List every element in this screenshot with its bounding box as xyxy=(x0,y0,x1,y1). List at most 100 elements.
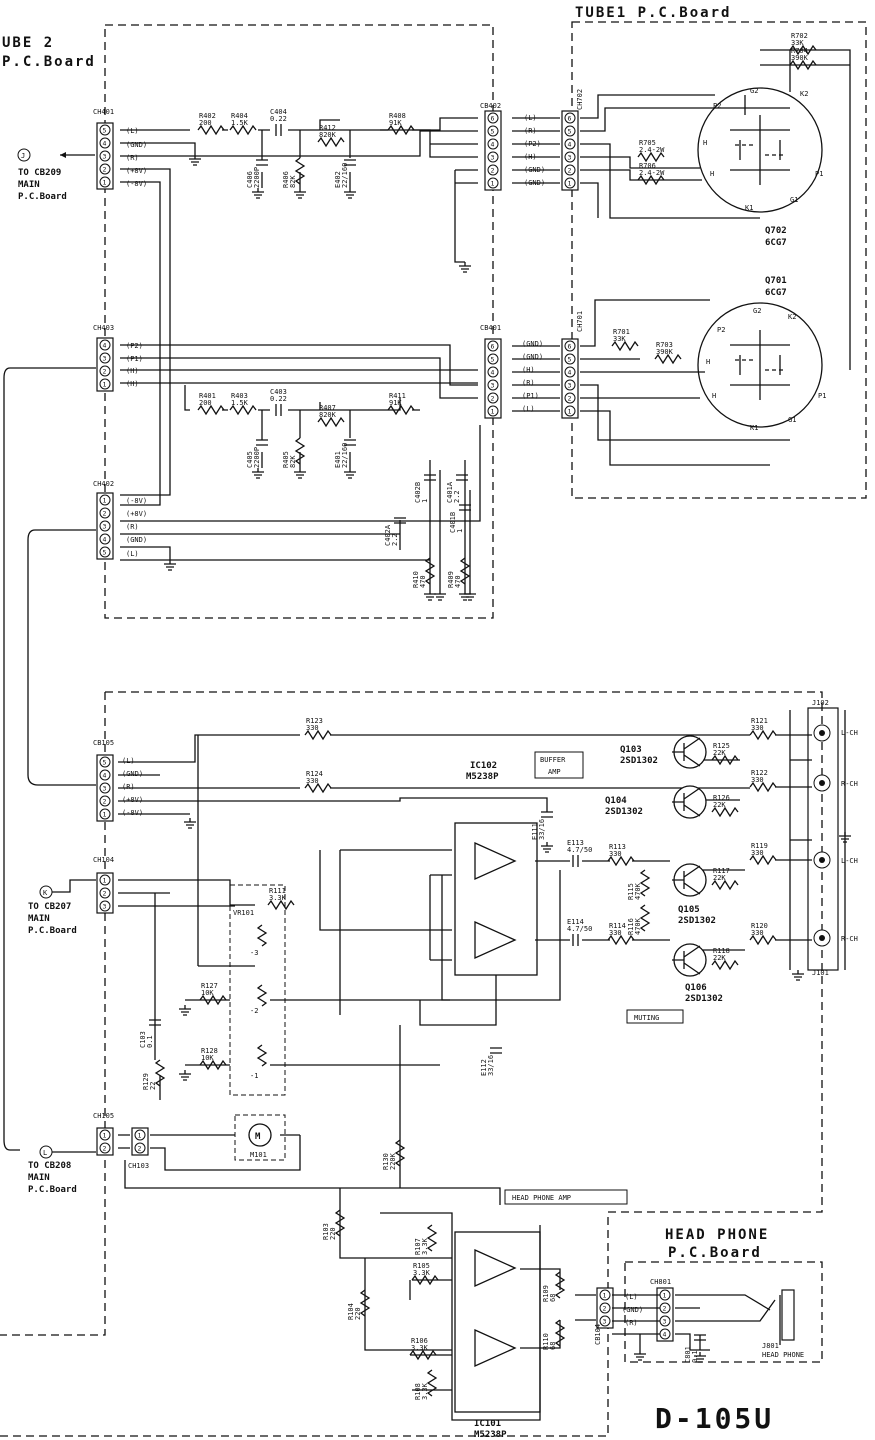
transistor-q105-type: 2SD1302 xyxy=(678,916,716,926)
resistor-r122-ref: R122 xyxy=(751,769,768,777)
connection-j-line1: TO CB209 xyxy=(18,168,61,178)
connector-ch403-pin-num: 1 xyxy=(103,381,107,389)
resistor-r105-value: 3.3K xyxy=(413,1269,431,1277)
signal-plus8v-2: (+8V) xyxy=(126,510,147,518)
connector-cb401-pin-5 xyxy=(487,353,499,365)
connector-ch702-pin-3 xyxy=(564,151,576,163)
resistor-r115-value: 470K xyxy=(634,882,642,900)
resistor-r703-ref: R703 xyxy=(656,341,673,349)
connector-ch105: 12 xyxy=(96,1127,114,1156)
ground-symbol xyxy=(839,832,851,843)
ground-symbol xyxy=(424,590,436,601)
ground-symbol xyxy=(344,468,356,479)
jack-j801[interactable] xyxy=(781,1289,795,1341)
connector-cb401-pin-num: 3 xyxy=(491,382,495,390)
signal-r-5: (R) xyxy=(122,783,135,791)
connector-ch702-pin-6 xyxy=(564,112,576,124)
ground-symbol xyxy=(459,262,471,273)
tube-q701-pin-h2: H xyxy=(712,392,716,400)
resistor-r121-ref: R121 xyxy=(751,717,768,725)
resistor-r704-value: 390K xyxy=(791,54,809,62)
transistor-q103-ref: Q103 xyxy=(620,745,642,755)
ground-symbol xyxy=(434,590,446,601)
jack-j101-label: J101 xyxy=(812,969,829,977)
capacitor-c403-ref: C403 xyxy=(270,388,287,396)
headphone-jack: J801 HEAD PHONE xyxy=(762,1289,804,1359)
resistor-r104-ref: R104 xyxy=(347,1303,355,1320)
ground-symbol xyxy=(294,468,306,479)
capacitor-e112-value: 33/16 xyxy=(487,1055,495,1076)
resistor-r110-ref: R110 xyxy=(542,1333,550,1350)
signal-h: (H) xyxy=(126,367,139,375)
resistor-r126-ref: R126 xyxy=(713,794,730,802)
connector-cb105-label: CB105 xyxy=(93,739,114,747)
connection-l-line1: TO CB208 xyxy=(28,1161,71,1171)
signal-gnd-7: (GND) xyxy=(122,770,143,778)
resistor-r125-ref: R125 xyxy=(713,742,730,750)
connector-ch702-pin-num: 3 xyxy=(568,154,572,162)
resistor-r111-value: 3.3K xyxy=(269,894,287,902)
connector-ch402-label: CH402 xyxy=(93,480,114,488)
resistor-r120-ref: R120 xyxy=(751,922,768,930)
capacitor-e111-value: 33/16 xyxy=(538,819,546,840)
connector-cb402-pin-num: 6 xyxy=(491,115,495,123)
connector-ch402-pin-1 xyxy=(99,494,111,506)
capacitor-e113-ref: E113 xyxy=(567,839,584,847)
connection-j-line2: MAIN xyxy=(18,180,40,190)
resistor-r706-value: 2.4-2W xyxy=(639,169,665,177)
resistor-r705-value: 2.4-2W xyxy=(639,146,665,154)
resistor-r125-value: 22K xyxy=(713,749,726,757)
resistor-r109-ref: R109 xyxy=(542,1285,550,1302)
connector-cb401-label: CB401 xyxy=(480,324,501,332)
motor-icon xyxy=(248,1123,272,1147)
connector-cb105-pin-num: 3 xyxy=(103,785,107,793)
capacitor-c405-value: 2200P xyxy=(253,447,261,468)
signal-r-4: (R) xyxy=(522,379,535,387)
connection-k-line3: P.C.Board xyxy=(28,926,77,936)
resistor-r410-ref: R410 xyxy=(412,571,420,588)
buffer-amp-box xyxy=(534,751,584,779)
signal-plus8v: (+8V) xyxy=(126,167,147,175)
resistor-r403-ref: R403 xyxy=(231,392,248,400)
connector-ch701-pin-num: 1 xyxy=(568,408,572,416)
capacitor-e114-ref: E114 xyxy=(567,918,584,926)
resistor-r118-ref: R118 xyxy=(713,947,730,955)
resistor-r701-ref: R701 xyxy=(613,328,630,336)
ground-symbol xyxy=(459,590,471,601)
connector-ch402-pin-2 xyxy=(99,507,111,519)
connector-ch701-label: CH701 xyxy=(576,311,584,332)
marker-k: K xyxy=(43,889,48,897)
resistor-r704-ref: R704 xyxy=(791,47,808,55)
connector-ch402-pin-num: 5 xyxy=(103,549,107,557)
connector-cb401-pin-2 xyxy=(487,392,499,404)
ic101-ref: IC101 xyxy=(474,1419,501,1429)
resistor-r405-ref: R405 xyxy=(282,451,290,468)
connector-cb105-pin-num: 2 xyxy=(103,798,107,806)
tube-q702-pin-p1: P1 xyxy=(815,170,823,178)
signal-r-2: (R) xyxy=(126,523,139,531)
connector-ch103: 12 xyxy=(131,1127,149,1156)
